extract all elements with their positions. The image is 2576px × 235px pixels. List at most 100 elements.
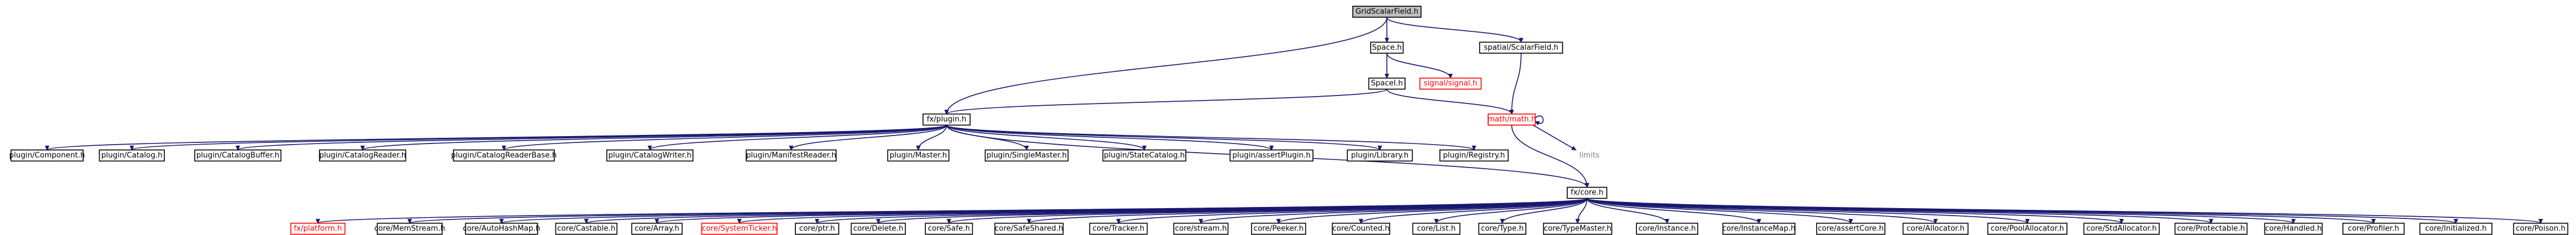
node-p-master[interactable]: plugin/Master.h bbox=[887, 149, 950, 162]
edge-fxcore-to-c-typemaster bbox=[1575, 198, 1588, 224]
node-label: core/Profiler.h bbox=[2348, 225, 2399, 233]
node-c-safeshared[interactable]: core/SafeShared.h bbox=[994, 222, 1064, 235]
node-c-allocator[interactable]: core/Allocator.h bbox=[1902, 222, 1969, 235]
node-c-delete[interactable]: core/Delete.h bbox=[850, 222, 906, 235]
node-label: core/Type.h bbox=[1481, 225, 1524, 233]
edge-fxplugin-to-p-registry bbox=[946, 124, 1477, 151]
node-c-typemaster[interactable]: core/TypeMaster.h bbox=[1543, 222, 1612, 235]
node-c-castable[interactable]: core/Castable.h bbox=[555, 222, 618, 235]
edge-fxplugin-to-p-manifestreader bbox=[788, 125, 947, 151]
node-space[interactable]: Space.h bbox=[1370, 41, 1404, 54]
node-label: core/SafeShared.h bbox=[995, 225, 1063, 233]
edge-mathmath-to-limits bbox=[1532, 125, 1577, 150]
node-c-initialized[interactable]: core/Initialized.h bbox=[2419, 222, 2492, 235]
node-p-catalog[interactable]: plugin/Catalog.h bbox=[98, 149, 165, 162]
node-label: plugin/CatalogReader.h bbox=[319, 151, 406, 160]
node-p-singlemaster[interactable]: plugin/SingleMaster.h bbox=[984, 149, 1069, 162]
node-spatialscalar[interactable]: spatial/ScalarField.h bbox=[1479, 41, 1563, 54]
node-root[interactable]: GridScalarField.h bbox=[1352, 6, 1422, 18]
node-c-protectable[interactable]: core/Protectable.h bbox=[2174, 222, 2248, 235]
node-c-handled[interactable]: core/Handled.h bbox=[2264, 222, 2323, 235]
node-box bbox=[1419, 77, 1482, 90]
node-c-counted[interactable]: core/Counted.h bbox=[1332, 222, 1390, 235]
node-fxplatform[interactable]: fx/platform.h bbox=[290, 222, 346, 235]
node-label: core/SystemTicker.h bbox=[702, 225, 777, 233]
edge-fxplugin-to-p-catalogbuffer bbox=[235, 124, 947, 151]
node-c-poolallocator[interactable]: core/PoolAllocator.h bbox=[1987, 222, 2068, 235]
node-c-safe[interactable]: core/Safe.h bbox=[925, 222, 973, 235]
node-c-systemticker[interactable]: core/SystemTicker.h bbox=[701, 222, 778, 235]
node-label: core/TypeMaster.h bbox=[1544, 225, 1611, 233]
edge-fxcore-to-c-tracker bbox=[1116, 198, 1588, 224]
node-p-catalogreader[interactable]: plugin/CatalogReader.h bbox=[319, 149, 407, 162]
node-p-component[interactable]: plugin/Component.h bbox=[9, 149, 85, 162]
node-c-instance[interactable]: core/Instance.h bbox=[1636, 222, 1698, 235]
node-p-assertplugin[interactable]: plugin/assertPlugin.h bbox=[1229, 149, 1313, 162]
edge-fxplugin-to-p-catalogwriter bbox=[648, 124, 947, 151]
node-c-stdallocator[interactable]: core/StdAllocator.h bbox=[2083, 222, 2160, 235]
node-label: fx/plugin.h bbox=[927, 115, 967, 124]
node-box bbox=[2264, 222, 2323, 235]
node-c-tracker[interactable]: core/Tracker.h bbox=[1089, 222, 1148, 235]
node-label: core/ptr.h bbox=[799, 225, 835, 233]
node-box bbox=[1722, 222, 1796, 235]
node-c-ptr[interactable]: core/ptr.h bbox=[795, 222, 839, 235]
node-fxplugin[interactable]: fx/plugin.h bbox=[922, 113, 971, 126]
node-label: plugin/Component.h bbox=[9, 151, 85, 160]
node-c-autohashmap[interactable]: core/AutoHashMap.h bbox=[463, 222, 541, 235]
node-label: plugin/CatalogReaderBase.h bbox=[451, 151, 557, 160]
node-box bbox=[984, 149, 1069, 162]
node-box bbox=[850, 222, 906, 235]
node-p-catalogreaderbase[interactable]: plugin/CatalogReaderBase.h bbox=[451, 149, 557, 162]
edge-root-to-space bbox=[1384, 17, 1390, 43]
node-p-catalogwriter[interactable]: plugin/CatalogWriter.h bbox=[606, 149, 694, 162]
node-box bbox=[1479, 41, 1563, 54]
node-c-stream[interactable]: core/stream.h bbox=[1173, 222, 1229, 235]
node-label: plugin/CatalogWriter.h bbox=[608, 151, 691, 160]
node-c-assertcore[interactable]: core/assertCore.h bbox=[1816, 222, 1885, 235]
node-label: core/AutoHashMap.h bbox=[463, 225, 540, 233]
node-label: plugin/SingleMaster.h bbox=[987, 151, 1067, 160]
node-box bbox=[887, 149, 950, 162]
node-c-type[interactable]: core/Type.h bbox=[1478, 222, 1526, 235]
node-label: GridScalarField.h bbox=[1355, 7, 1418, 16]
node-fxcore[interactable]: fx/core.h bbox=[1567, 186, 1608, 199]
node-label: core/assertCore.h bbox=[1818, 225, 1884, 233]
node-p-catalogbuffer[interactable]: plugin/CatalogBuffer.h bbox=[194, 149, 282, 162]
node-label: core/Initialized.h bbox=[2425, 225, 2487, 233]
edge-mathmath-to-mathmath bbox=[1534, 115, 1544, 126]
node-mathmath[interactable]: math/math.h bbox=[1488, 113, 1536, 126]
node-label: spatial/ScalarField.h bbox=[1484, 43, 1558, 52]
node-box bbox=[1347, 149, 1413, 162]
node-c-array[interactable]: core/Array.h bbox=[631, 222, 683, 235]
edge-fxcore-to-c-list bbox=[1434, 198, 1588, 224]
node-c-poison[interactable]: core/Poison.h bbox=[2513, 222, 2569, 235]
node-label: plugin/ManifestReader.h bbox=[746, 151, 836, 160]
node-p-library[interactable]: plugin/Library.h bbox=[1347, 149, 1413, 162]
node-c-profiler[interactable]: core/Profiler.h bbox=[2342, 222, 2405, 235]
node-label: math/math.h bbox=[1488, 115, 1536, 124]
node-label: plugin/Library.h bbox=[1351, 151, 1409, 160]
node-c-instancemap[interactable]: core/InstanceMap.h bbox=[1722, 222, 1796, 235]
node-signal[interactable]: signal/signal.h bbox=[1419, 77, 1482, 90]
edge-spacei-to-mathmath bbox=[1386, 89, 1514, 115]
node-p-statecatalog[interactable]: plugin/StateCatalog.h bbox=[1102, 149, 1186, 162]
node-label: Space.h bbox=[1372, 43, 1402, 52]
node-spacei[interactable]: SpaceI.h bbox=[1368, 77, 1406, 90]
node-p-manifestreader[interactable]: plugin/ManifestReader.h bbox=[745, 149, 837, 162]
node-box bbox=[319, 149, 407, 162]
node-box bbox=[1332, 222, 1390, 235]
node-box bbox=[2174, 222, 2248, 235]
node-c-peeker[interactable]: core/Peeker.h bbox=[1250, 222, 1307, 235]
node-box bbox=[453, 149, 555, 162]
node-label: core/Instance.h bbox=[1638, 225, 1695, 233]
node-p-registry[interactable]: plugin/Registry.h bbox=[1439, 149, 1509, 162]
node-c-memstream[interactable]: core/MemStream.h bbox=[374, 222, 445, 235]
node-box bbox=[2083, 222, 2160, 235]
node-label: core/Poison.h bbox=[2516, 225, 2566, 233]
node-box bbox=[465, 222, 538, 235]
node-box bbox=[1173, 222, 1229, 235]
edge-root-to-spatialscalar bbox=[1386, 17, 1524, 43]
node-c-list[interactable]: core/List.h bbox=[1412, 222, 1461, 235]
